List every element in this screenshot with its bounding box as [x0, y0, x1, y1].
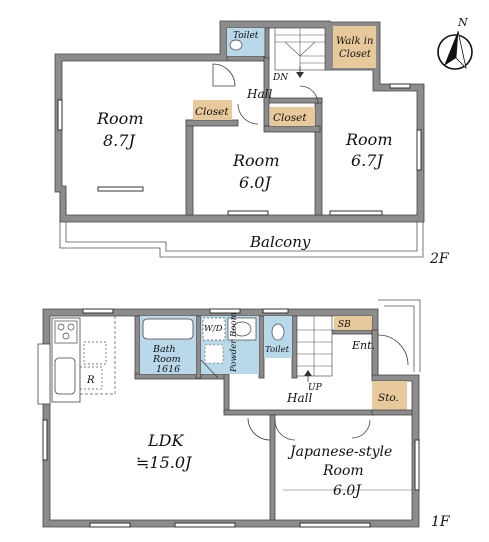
window [209, 308, 241, 314]
staircase-2f [274, 27, 326, 78]
window [299, 522, 371, 528]
r-mark: R [86, 375, 95, 386]
stairs-dn-label: DN [272, 73, 289, 83]
hall-2f-label: Hall [246, 87, 272, 101]
floor-1f: R Bath Room 1616 W/D Powder Room Toilet [37, 299, 451, 530]
bath-room-name-2: Room [152, 354, 181, 365]
wall-interior [314, 97, 323, 216]
door-swing [237, 103, 259, 125]
bathtub [142, 318, 194, 340]
window [97, 186, 144, 192]
sb-label: SB [338, 320, 351, 330]
wall-interior [185, 119, 194, 216]
bath-room-size: 1616 [156, 364, 180, 375]
entrance-door [377, 334, 409, 366]
toilet-1f-label: Toilet [265, 345, 290, 355]
closet-left [193, 100, 232, 120]
fridge-space [83, 341, 107, 365]
stairs-up-label: UP [308, 383, 323, 393]
japanese-room-name-2: Room [322, 463, 364, 479]
door-slide [200, 359, 219, 379]
shoe-box [334, 316, 358, 330]
window [329, 210, 383, 216]
powder-room-label: Powder Room [229, 312, 239, 373]
bay-window [37, 343, 51, 405]
entrance-label: Ent. [351, 339, 375, 352]
stove-icon [54, 320, 78, 344]
balcony-label: Balcony [249, 233, 311, 251]
storage-label: Sto. [378, 392, 399, 404]
storage-space [204, 344, 224, 364]
room-east-size: 6.7J [351, 151, 384, 170]
room-center-size: 6.0J [239, 173, 272, 192]
bath-room-name-1: Bath [152, 344, 176, 355]
hall-1f-label: Hall [286, 391, 312, 405]
door-swing [247, 417, 271, 441]
window [42, 419, 48, 461]
ldk-name: LDK [147, 431, 184, 450]
window [174, 522, 236, 528]
room-center-name: Room [232, 151, 279, 170]
door-swing [351, 419, 371, 439]
floor-2f: Toilet DN Walk in Closet Closet Closet H… [54, 20, 450, 267]
walk-in-closet-label-2: Closet [339, 49, 372, 60]
walk-in-closet [333, 26, 376, 68]
washer-space [202, 317, 226, 341]
window [89, 522, 131, 528]
staircase-1f [296, 315, 333, 382]
window [416, 129, 422, 171]
wd-label: W/D [204, 324, 223, 334]
window [227, 210, 269, 216]
door-swing [212, 63, 236, 87]
balcony-outline [59, 192, 424, 258]
room-west-size: 8.7J [103, 131, 136, 150]
floor2-label: 2F [429, 251, 450, 267]
room-east-name: Room [345, 130, 392, 149]
kitchen-sink [54, 357, 76, 395]
storage-room [372, 381, 407, 411]
porch-outline [378, 299, 421, 372]
compass-label: N [457, 16, 468, 29]
window [389, 83, 411, 89]
window [57, 99, 63, 131]
walk-in-closet-label-1: Walk in [336, 36, 373, 47]
closet-right [270, 107, 315, 126]
closet-right-label: Closet [273, 112, 307, 124]
floor1-label: 1F [431, 514, 451, 530]
toilet-2f-label: Toilet [233, 31, 259, 41]
door-swing [274, 419, 296, 441]
window [82, 308, 114, 314]
closet-left-label: Closet [195, 106, 229, 118]
japanese-room-size: 6.0J [333, 483, 362, 499]
door-swing [299, 85, 319, 105]
window [414, 439, 420, 491]
room-west-name: Room [96, 109, 143, 128]
window [262, 308, 289, 314]
refrigerator-space [79, 366, 103, 390]
ldk-size: ≒15.0J [136, 453, 193, 472]
north-arrow-icon: N [437, 16, 473, 70]
japanese-room-name-1: Japanese-style [287, 444, 392, 460]
